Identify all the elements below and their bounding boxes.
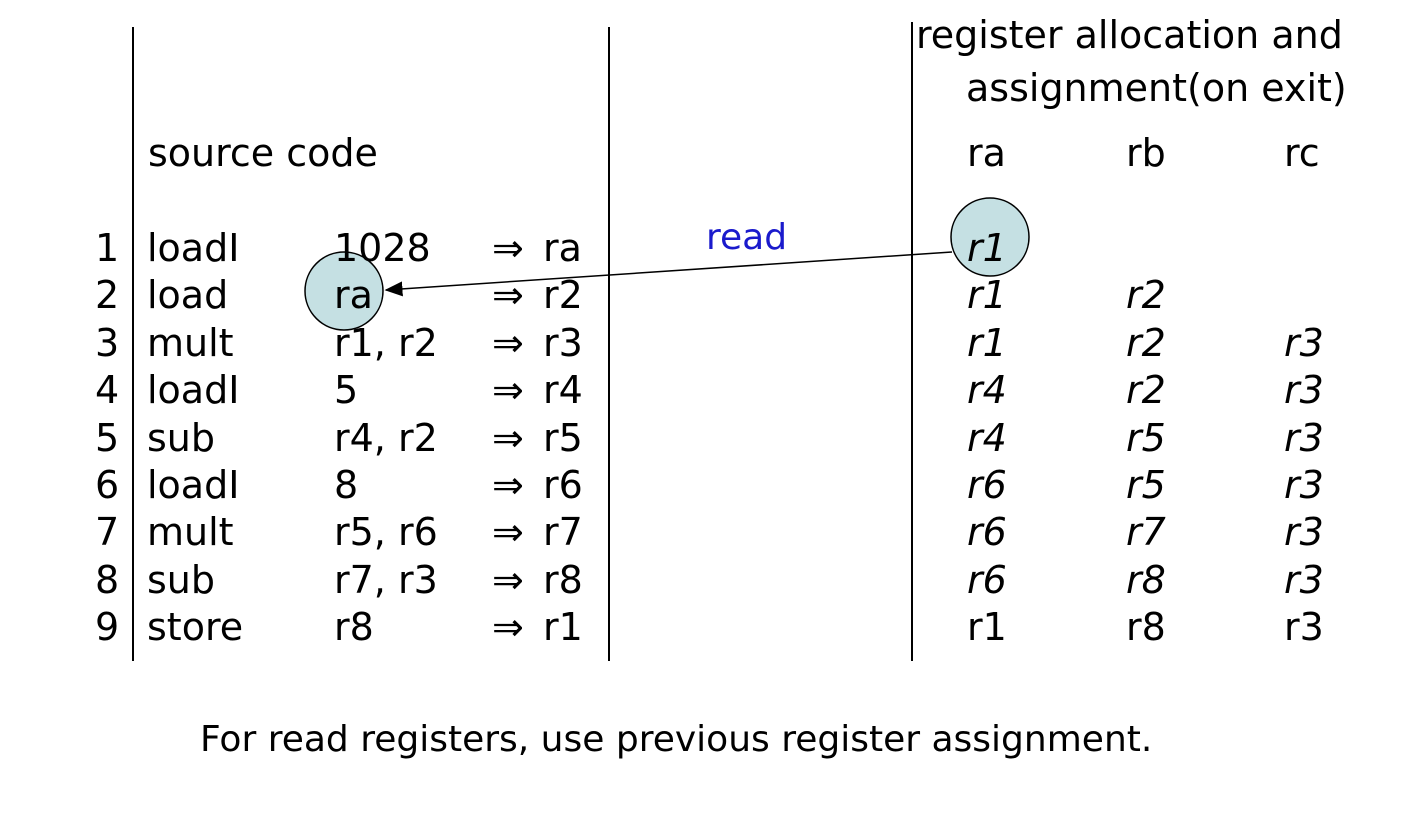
alloc-rb: r2 bbox=[1126, 368, 1166, 413]
arrow-icon: ⇒ bbox=[492, 557, 524, 602]
reg-col-rb: rb bbox=[1126, 131, 1166, 175]
operands: 1028 bbox=[334, 226, 431, 270]
line-number: 2 bbox=[95, 273, 120, 318]
alloc-ra: r4 bbox=[967, 368, 1007, 413]
arrow-icon: ⇒ bbox=[492, 605, 524, 650]
read-arrow bbox=[384, 251, 953, 297]
reg-col-ra: ra bbox=[967, 131, 1006, 175]
arrow-icon: ⇒ bbox=[492, 368, 524, 413]
arrow-icon: ⇒ bbox=[492, 415, 524, 460]
alloc-ra: r6 bbox=[967, 463, 1007, 507]
arrow-icon: ⇒ bbox=[492, 510, 524, 555]
alloc-rb: r2 bbox=[1126, 273, 1166, 318]
alloc-title-line2: assignment(on exit) bbox=[966, 66, 1347, 110]
arrow-icon: ⇒ bbox=[492, 273, 524, 318]
operands: r8 bbox=[334, 605, 374, 650]
opcode: sub bbox=[147, 557, 216, 602]
source-code-header: source code bbox=[148, 131, 378, 175]
destination: r1 bbox=[543, 605, 583, 650]
alloc-ra: r1 bbox=[967, 605, 1007, 650]
alloc-rb: r8 bbox=[1126, 605, 1166, 650]
opcode: loadI bbox=[147, 463, 240, 507]
alloc-rc: r3 bbox=[1284, 368, 1324, 413]
alloc-rc: r3 bbox=[1284, 463, 1324, 507]
alloc-rc: r3 bbox=[1284, 415, 1324, 460]
destination: r5 bbox=[543, 415, 583, 460]
line-number: 4 bbox=[95, 368, 120, 413]
read-label: read bbox=[706, 217, 788, 258]
operands: r4, r2 bbox=[334, 415, 438, 460]
line-number: 9 bbox=[95, 605, 120, 650]
arrow-icon: ⇒ bbox=[492, 226, 524, 270]
alloc-rc: r3 bbox=[1284, 605, 1324, 650]
reg-col-rc: rc bbox=[1284, 131, 1320, 175]
divider-right bbox=[911, 22, 913, 661]
footer-note: For read registers, use previous registe… bbox=[200, 719, 1153, 760]
destination: r7 bbox=[543, 510, 583, 555]
alloc-rb: r7 bbox=[1126, 510, 1166, 555]
operands: r1, r2 bbox=[334, 320, 438, 365]
alloc-rc: r3 bbox=[1284, 557, 1324, 602]
opcode: load bbox=[147, 273, 229, 318]
alloc-ra: r1 bbox=[967, 226, 1007, 270]
operands: r5, r6 bbox=[334, 510, 438, 555]
operands: ra bbox=[334, 273, 373, 318]
line-number: 7 bbox=[95, 510, 120, 555]
opcode: store bbox=[147, 605, 244, 650]
alloc-rb: r8 bbox=[1126, 557, 1166, 602]
arrow-icon: ⇒ bbox=[492, 320, 524, 365]
alloc-title-line1: register allocation and bbox=[916, 13, 1343, 57]
destination: r6 bbox=[543, 463, 583, 507]
line-number: 3 bbox=[95, 320, 120, 365]
line-number: 1 bbox=[95, 226, 120, 270]
operands: r7, r3 bbox=[334, 557, 438, 602]
opcode: mult bbox=[147, 510, 234, 555]
highlight-circle-source bbox=[304, 251, 384, 331]
alloc-ra: r6 bbox=[967, 557, 1007, 602]
highlight-circle-alloc bbox=[950, 197, 1030, 277]
opcode: mult bbox=[147, 320, 234, 365]
line-number: 5 bbox=[95, 415, 120, 460]
destination: r3 bbox=[543, 320, 583, 365]
alloc-ra: r1 bbox=[967, 273, 1007, 318]
divider-left bbox=[132, 27, 134, 661]
alloc-rb: r5 bbox=[1126, 463, 1166, 507]
alloc-rc: r3 bbox=[1284, 320, 1324, 365]
operands: 5 bbox=[334, 368, 359, 413]
opcode: loadI bbox=[147, 368, 240, 413]
arrow-icon: ⇒ bbox=[492, 463, 524, 507]
opcode: sub bbox=[147, 415, 216, 460]
destination: r4 bbox=[543, 368, 583, 413]
line-number: 6 bbox=[95, 463, 120, 507]
alloc-ra: r4 bbox=[967, 415, 1007, 460]
opcode: loadI bbox=[147, 226, 240, 270]
destination: r8 bbox=[543, 557, 583, 602]
divider-middle bbox=[608, 27, 610, 661]
alloc-rb: r2 bbox=[1126, 320, 1166, 365]
alloc-ra: r6 bbox=[967, 510, 1007, 555]
destination: ra bbox=[543, 226, 582, 270]
line-number: 8 bbox=[95, 557, 120, 602]
operands: 8 bbox=[334, 463, 359, 507]
alloc-rb: r5 bbox=[1126, 415, 1166, 460]
alloc-rc: r3 bbox=[1284, 510, 1324, 555]
destination: r2 bbox=[543, 273, 583, 318]
alloc-ra: r1 bbox=[967, 320, 1007, 365]
